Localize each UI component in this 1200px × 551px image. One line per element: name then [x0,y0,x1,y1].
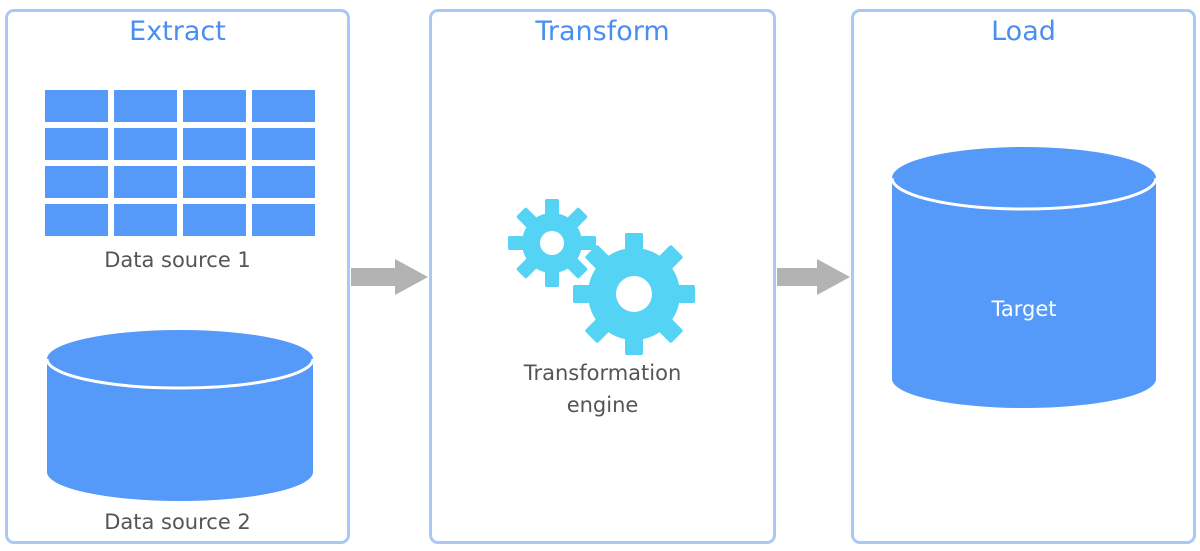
target-label: Target [991,297,1057,321]
arrow-right-icon [777,259,850,295]
transformation-engine-label-line2: engine [566,393,639,417]
gears-icon [508,199,695,355]
arrow-right-icon [351,259,428,295]
database-cylinder-icon [45,330,315,501]
extract-title: Extract [129,16,226,47]
load-title: Load [991,16,1056,47]
data-source-1-label: Data source 1 [104,248,251,272]
data-source-2-label: Data source 2 [104,510,251,534]
table-grid-icon [45,90,315,236]
target-cylinder-icon [890,147,1158,408]
transform-title: Transform [535,16,670,47]
transformation-engine-label-line1: Transformation [523,361,682,385]
